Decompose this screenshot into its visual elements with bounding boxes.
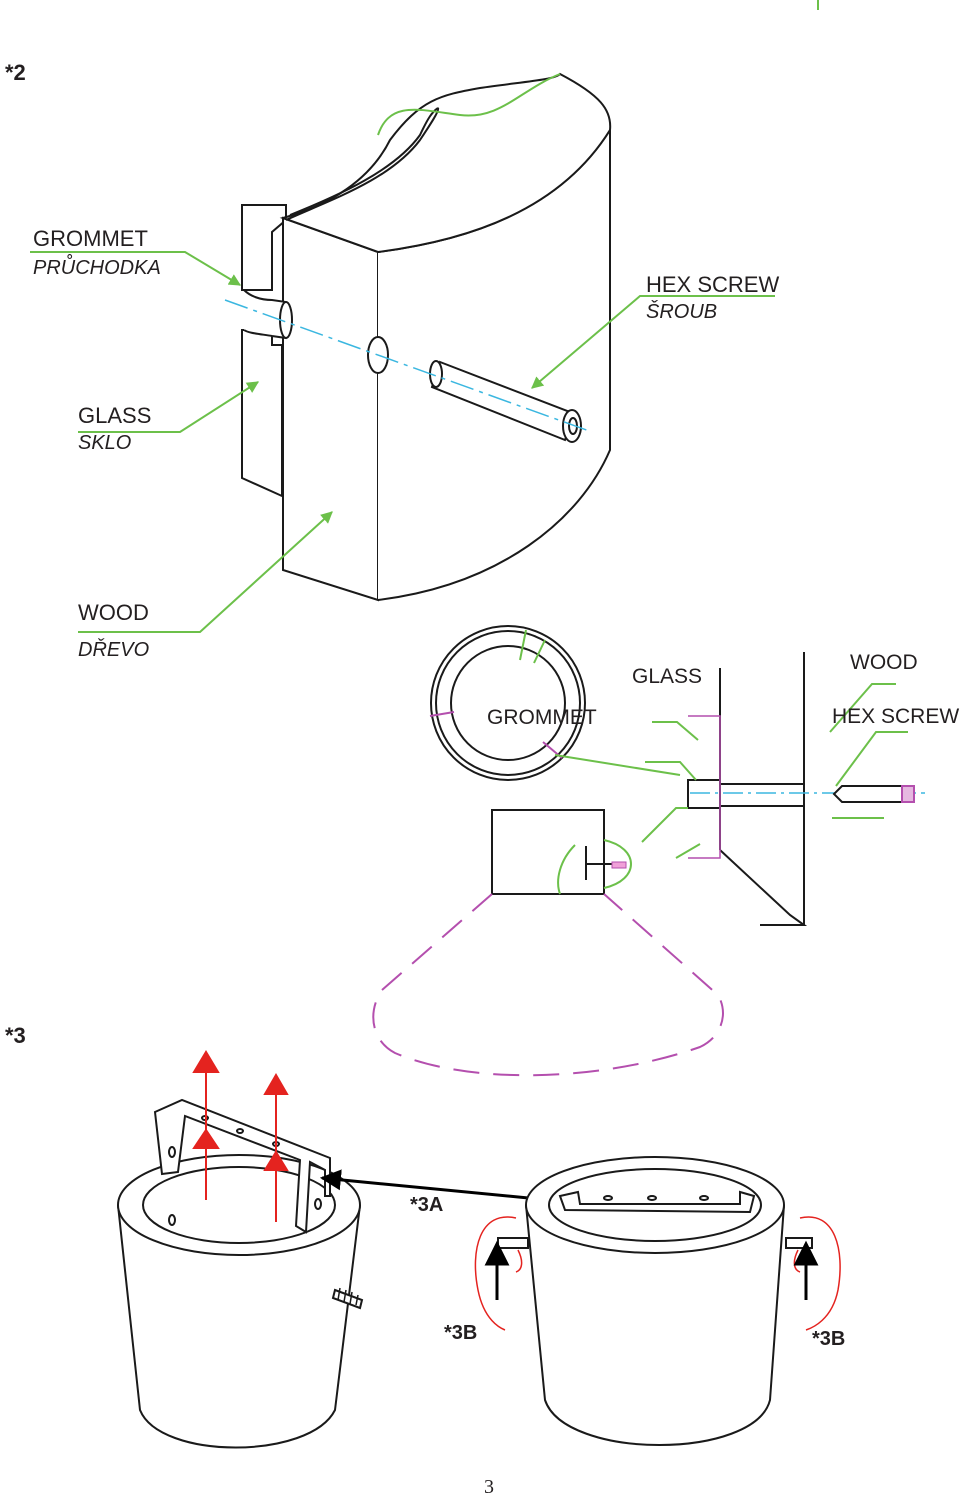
step-3b-right-label: *3B — [812, 1328, 846, 1350]
wood-block — [241, 72, 612, 602]
step-3b-left-label: *3B — [444, 1322, 478, 1344]
detail-grommet-label: GROMMET — [487, 706, 597, 729]
step-2-label: *2 — [5, 60, 26, 85]
hex-screw-cz-label: ŠROUB — [646, 301, 718, 323]
leader-lines-2 — [30, 73, 775, 633]
cross-section — [687, 652, 808, 926]
push-arrows — [484, 1240, 819, 1300]
leader-lines-section — [641, 683, 908, 859]
hex-screw-section — [832, 785, 915, 803]
magnification-cone — [372, 893, 724, 1077]
grommet-ring — [429, 625, 586, 781]
wood-label: WOOD — [78, 600, 149, 625]
lift-arrows — [192, 1050, 289, 1222]
page-number: 3 — [484, 1476, 494, 1498]
hex-screw-3d — [429, 360, 582, 443]
small-section-box — [491, 809, 626, 895]
grommet-label: GROMMET — [33, 226, 148, 251]
grommet-leader — [554, 754, 681, 776]
hex-screw-label: HEX SCREW — [646, 272, 780, 297]
zoom-circle — [603, 839, 632, 889]
pot-left — [117, 1154, 364, 1449]
detail-wood-label: WOOD — [850, 651, 918, 674]
grommet-cz-label: PRŮCHODKA — [33, 257, 161, 279]
glass-label: GLASS — [78, 403, 152, 428]
glass-cz-label: SKLO — [78, 432, 132, 454]
step-3-label: *3 — [5, 1023, 26, 1048]
detail-hex-screw-label: HEX SCREW — [832, 705, 960, 728]
detail-glass-label: GLASS — [632, 665, 703, 688]
pot-right — [497, 1156, 813, 1446]
wood-cz-label: DŘEVO — [78, 639, 150, 661]
step-3a-label: *3A — [410, 1194, 444, 1216]
axis-line — [224, 299, 593, 433]
